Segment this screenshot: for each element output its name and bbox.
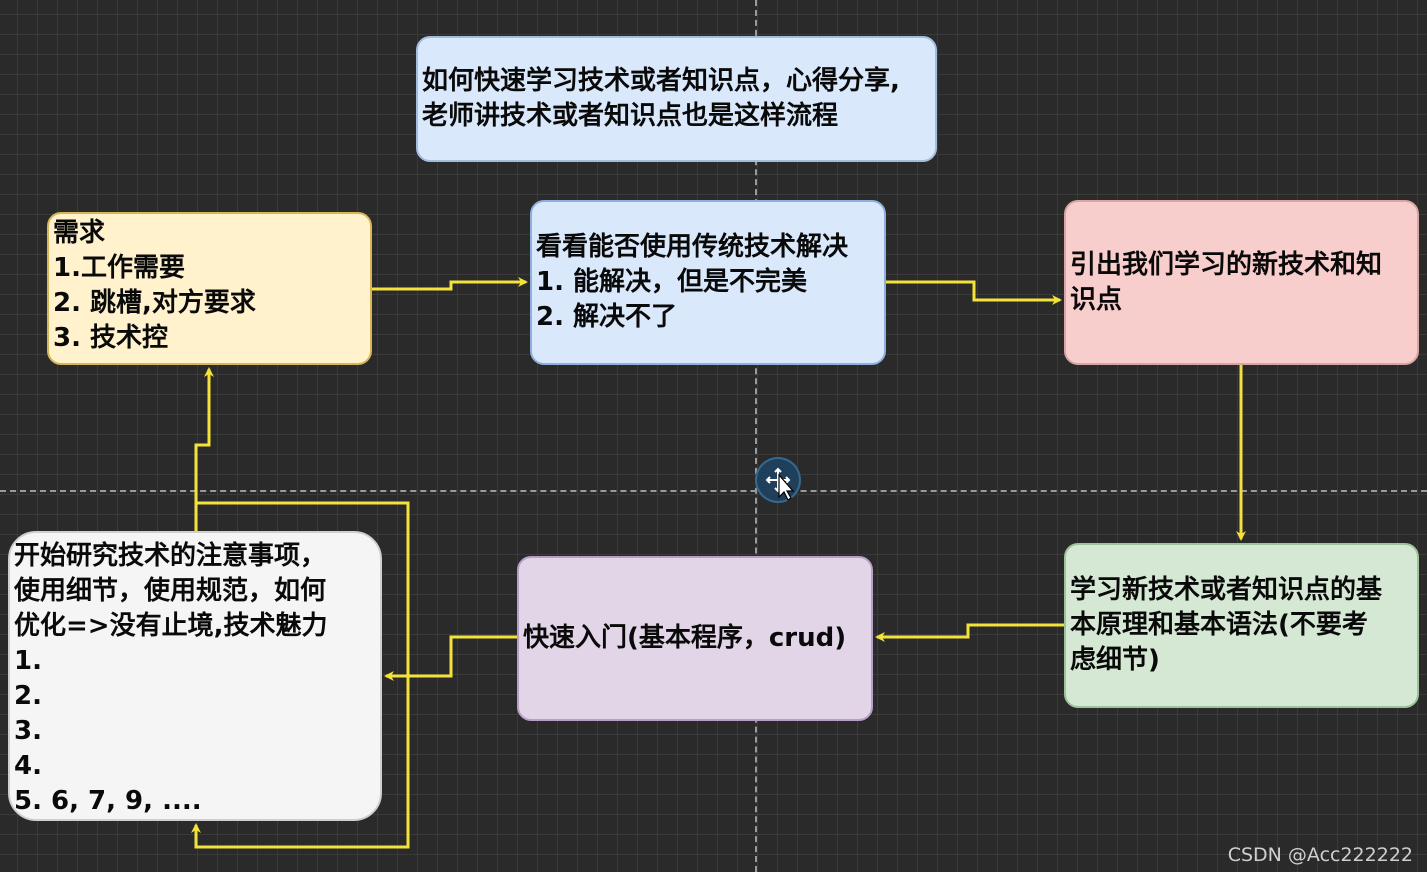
needs-line: 1.工作需要: [53, 253, 185, 283]
research-notes-box[interactable]: 开始研究技术的注意事项， 使用细节，使用规范，如何 优化=>没有止境,技术魅力 …: [8, 531, 382, 821]
basic-principles-box[interactable]: 学习新技术或者知识点的基 本原理和基本语法(不要考 虑细节): [1064, 543, 1419, 708]
quick-start-box[interactable]: 快速入门(基本程序，crud): [517, 556, 873, 721]
check-line: 1. 能解决，但是不完美: [536, 267, 808, 297]
watermark-text: CSDN @Acc222222: [1227, 844, 1413, 866]
vertical-guide-line: [755, 0, 757, 872]
horizontal-guide-line: [0, 490, 1427, 492]
arrow-needs-to-check: [372, 277, 528, 291]
research-line: 开始研究技术的注意事项，: [14, 541, 327, 571]
arrow-check-to-intro: [886, 280, 1062, 305]
title-box[interactable]: 如何快速学习技术或者知识点，心得分享, 老师讲技术或者知识点也是这样流程: [416, 36, 937, 162]
needs-box[interactable]: 需求 1.工作需要 2. 跳槽,对方要求 3. 技术控: [47, 212, 372, 365]
research-line: 2.: [14, 681, 42, 711]
basic-line: 虑细节): [1070, 645, 1160, 675]
arrow-basic-to-quick: [875, 623, 1064, 642]
needs-line: 需求: [53, 218, 106, 248]
arrow-research-to-needs: [194, 367, 214, 531]
basic-line: 本原理和基本语法(不要考: [1070, 610, 1368, 640]
traditional-solution-box[interactable]: 看看能否使用传统技术解决 1. 能解决，但是不完美 2. 解决不了: [530, 200, 886, 365]
research-line: 1.: [14, 646, 42, 676]
intro-line: 引出我们学习的新技术和知: [1070, 249, 1383, 280]
check-line: 看看能否使用传统技术解决: [536, 232, 849, 262]
needs-line: 3. 技术控: [53, 323, 169, 353]
title-text: 如何快速学习技术或者知识点，心得分享, 老师讲技术或者知识点也是这样流程: [422, 66, 900, 131]
research-line: 优化=>没有止境,技术魅力: [14, 611, 328, 641]
research-line: 使用细节，使用规范，如何: [14, 576, 327, 606]
research-line: 4.: [14, 751, 42, 781]
needs-line: 2. 跳槽,对方要求: [53, 288, 256, 318]
quick-text: 快速入门(基本程序，crud): [523, 623, 847, 653]
move-cursor-icon: [755, 457, 801, 503]
new-technology-box[interactable]: 引出我们学习的新技术和知 识点: [1064, 200, 1419, 365]
research-line: 3.: [14, 716, 42, 746]
arrow-quick-to-research: [384, 635, 517, 681]
basic-line: 学习新技术或者知识点的基: [1070, 575, 1383, 605]
check-line: 2. 解决不了: [536, 302, 678, 332]
arrow-research-loop: [191, 501, 410, 849]
intro-line: 识点: [1070, 284, 1123, 315]
research-line: 5. 6, 7, 9, ....: [14, 786, 202, 816]
